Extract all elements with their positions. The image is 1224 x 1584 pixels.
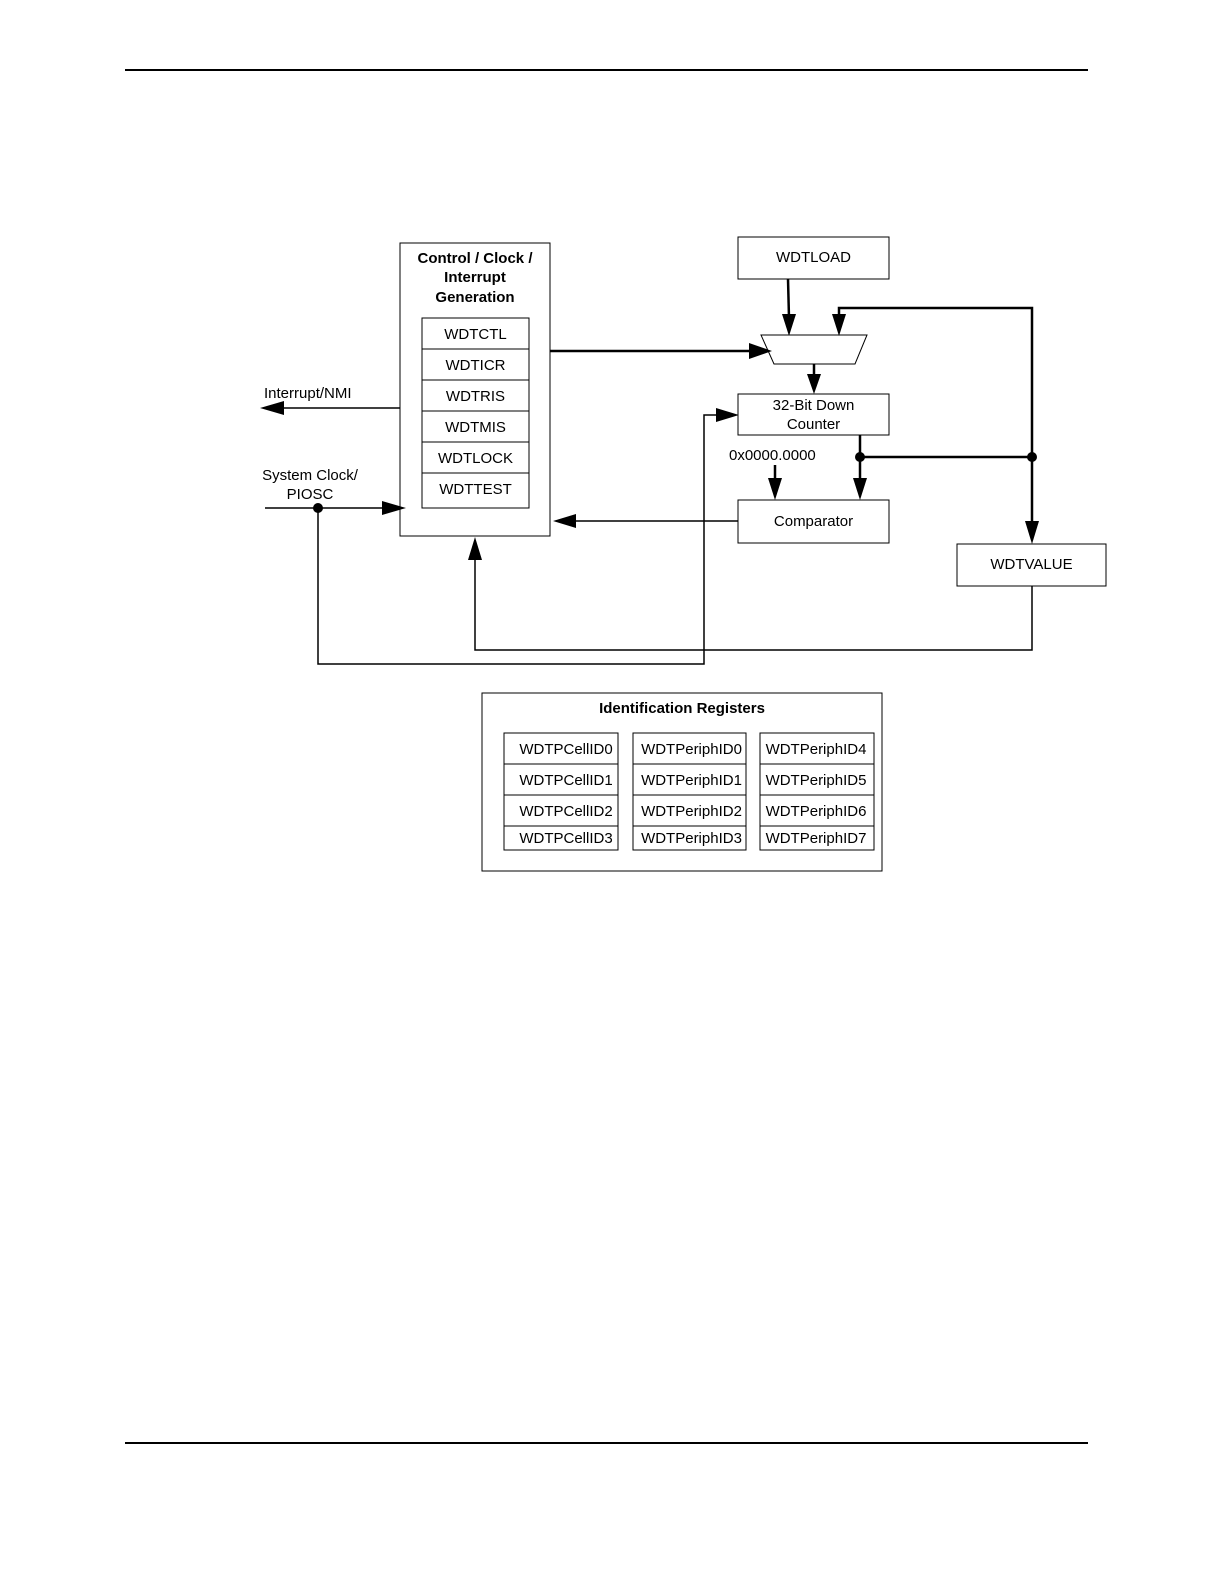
id-reg-box — [759, 732, 875, 765]
register-wdtctl: WDTCTL — [444, 326, 507, 343]
counter-block: 32-Bit Down Counter — [737, 393, 890, 436]
id-reg-box — [632, 763, 747, 796]
control-block-title-line-3: Generation — [435, 289, 514, 306]
bus-to-wdtvalue-arrowhead — [1025, 521, 1039, 544]
system-clock-label-line-1: System Clock/ — [262, 467, 359, 484]
wdtload-box — [737, 236, 890, 280]
mux-to-counter-arrowhead — [807, 374, 821, 394]
wdtvalue-label: WDTVALUE — [990, 556, 1072, 573]
register-box-wdtris — [421, 379, 530, 412]
id-reg-box — [503, 732, 619, 765]
zero-constant: 0x0000.0000 — [729, 447, 816, 500]
footer-rule — [125, 1442, 1088, 1444]
id-registers-title: Identification Registers — [599, 700, 765, 717]
id-reg-wdtpcellid1: WDTPCellID1 — [519, 772, 612, 789]
id-reg-wdtperiphid5: WDTPeriphID5 — [766, 772, 867, 789]
control-block-title-line-2: Interrupt — [444, 269, 506, 286]
counter-label-line-2: Counter — [787, 416, 840, 433]
counter-box — [737, 393, 890, 436]
wdtload-block: WDTLOAD — [737, 236, 890, 336]
control-to-mux-arrowhead — [749, 343, 772, 359]
id-reg-box — [632, 732, 747, 765]
mux — [550, 334, 868, 394]
id-reg-wdtperiphid2: WDTPeriphID2 — [641, 803, 742, 820]
register-wdticr: WDTICR — [446, 357, 506, 374]
wdtload-label: WDTLOAD — [776, 249, 851, 266]
wdtvalue-box — [956, 543, 1107, 587]
comparator-box — [737, 499, 890, 544]
mux-shape — [760, 334, 868, 365]
id-reg-box — [503, 763, 619, 796]
control-block: Control / Clock / Interrupt Generation W… — [399, 242, 551, 537]
zero-to-comparator-arrowhead — [768, 478, 782, 500]
register-box-wdtctl — [421, 317, 530, 350]
id-reg-wdtpcellid3: WDTPCellID3 — [519, 830, 612, 847]
wdtload-to-mux-arrowhead — [782, 314, 796, 336]
comparator-block: Comparator — [553, 499, 890, 544]
interrupt-output: Interrupt/NMI — [260, 385, 400, 415]
id-reg-wdtperiphid7: WDTPeriphID7 — [766, 830, 867, 847]
id-reg-box — [759, 763, 875, 796]
system-clock-input: System Clock/ PIOSC — [262, 408, 739, 665]
counter-label-line-1: 32-Bit Down — [773, 397, 855, 414]
identification-registers: Identification Registers WDTPCellID0 WDT… — [481, 692, 883, 872]
clock-to-counter-wire — [317, 414, 720, 665]
header-rule — [125, 69, 1088, 71]
id-reg-wdtperiphid0: WDTPeriphID0 — [641, 741, 742, 758]
register-box-wdtlock — [421, 441, 530, 474]
register-wdtris: WDTRIS — [446, 388, 505, 405]
interrupt-arrowhead — [260, 401, 284, 415]
wdtvalue-to-control-arrowhead — [468, 537, 482, 560]
id-reg-box — [503, 825, 619, 851]
id-reg-wdtpcellid0: WDTPCellID0 — [519, 741, 612, 758]
wdtload-to-mux-wire — [786, 278, 791, 319]
register-wdtlock: WDTLOCK — [438, 450, 513, 467]
zero-value-label: 0x0000.0000 — [729, 447, 816, 464]
wdtvalue-to-control-wire — [474, 558, 1033, 651]
id-reg-box — [503, 794, 619, 827]
register-box-wdttest — [421, 472, 530, 509]
counter-to-comparator-arrowhead — [853, 478, 867, 500]
register-wdtmis: WDTMIS — [445, 419, 506, 436]
clock-to-counter-arrowhead — [716, 408, 739, 422]
system-clock-arrowhead — [382, 501, 406, 515]
register-wdttest: WDTTEST — [439, 481, 512, 498]
id-reg-box — [632, 825, 747, 851]
id-reg-wdtperiphid4: WDTPeriphID4 — [766, 741, 867, 758]
register-box-wdtmis — [421, 410, 530, 443]
system-clock-label-line-2: PIOSC — [287, 486, 334, 503]
comparator-to-control-arrowhead — [553, 514, 576, 528]
id-reg-box — [759, 825, 875, 851]
counter-output-bus — [832, 306, 1039, 544]
id-reg-wdtperiphid1: WDTPeriphID1 — [641, 772, 742, 789]
feedback-to-mux-arrowhead — [832, 314, 846, 336]
comparator-label: Comparator — [774, 513, 853, 530]
feedback-to-mux-wire — [837, 306, 1034, 457]
id-reg-wdtpcellid2: WDTPCellID2 — [519, 803, 612, 820]
id-reg-wdtperiphid6: WDTPeriphID6 — [766, 803, 867, 820]
control-block-title-line-1: Control / Clock / — [417, 250, 533, 267]
id-reg-wdtperiphid3: WDTPeriphID3 — [641, 830, 742, 847]
id-reg-box — [759, 794, 875, 827]
wdtvalue-block: WDTVALUE — [468, 537, 1107, 651]
interrupt-nmi-label: Interrupt/NMI — [264, 385, 352, 402]
